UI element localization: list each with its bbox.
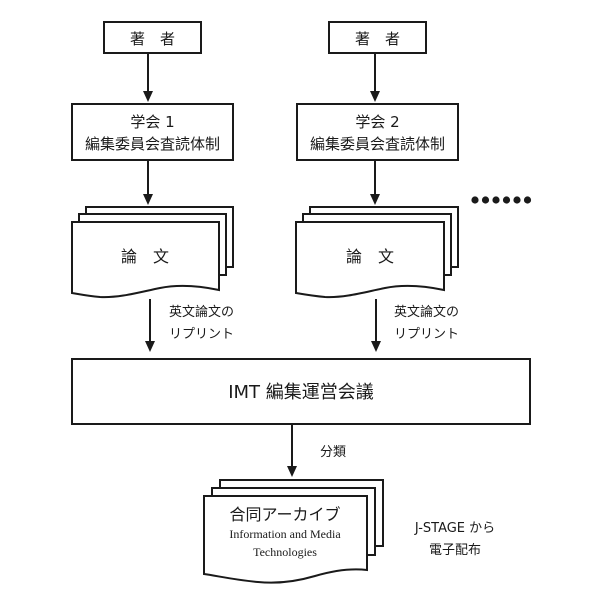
paper-label-1: 論 文: [121, 247, 169, 266]
ellipsis-dot: [481, 196, 490, 204]
society-box-2: [296, 103, 459, 161]
classify-label: 分類: [320, 445, 346, 460]
arrow-paper-to-council-2: [371, 299, 381, 352]
archive-stack: 合同アーカイブ Information and Media Technologi…: [203, 479, 384, 584]
council-box: [71, 358, 531, 425]
arrow-author-to-society-1: [143, 53, 153, 102]
ellipsis-dot: [502, 196, 511, 204]
author-label-1: 著 者: [130, 30, 175, 48]
paper-sheet-front: [71, 221, 220, 299]
archive-journal-line1: Information and Media: [229, 527, 341, 541]
column-society-1: 著 者 学会 1 編集委員会査読体制 論 文 英文論文の リプリント: [71, 21, 234, 352]
paper-sheet-front: [295, 221, 445, 299]
paper-label-2: 論 文: [346, 247, 394, 266]
author-box-2: [328, 21, 427, 54]
arrow-society-to-paper-1: [143, 160, 153, 205]
ellipsis-dot: [513, 196, 521, 204]
ellipsis-dot: [471, 196, 479, 204]
reprint-label-2b: リプリント: [394, 327, 459, 342]
archive-sheet-front: [203, 495, 368, 584]
paper-stack-1: 論 文: [71, 206, 234, 299]
paper-stack-2: 論 文: [295, 206, 459, 299]
arrow-society-to-paper-2: [370, 160, 380, 205]
more-societies-ellipsis: [471, 196, 532, 204]
ellipsis-dot: [523, 196, 532, 204]
society-review-1: 編集委員会査読体制: [85, 135, 220, 153]
society-name-2: 学会 2: [355, 113, 399, 131]
arrow-author-to-society-2: [370, 53, 380, 102]
society-review-2: 編集委員会査読体制: [310, 135, 445, 153]
council-label: IMT 編集運営会議: [228, 382, 374, 403]
archive-title: 合同アーカイブ: [229, 505, 340, 524]
society-box-1: [71, 103, 234, 161]
distribution-line1: J-STAGE から: [414, 521, 495, 536]
author-box-1: [103, 21, 202, 54]
distribution-line2: 電子配布: [429, 543, 481, 558]
arrow-council-to-archive: [287, 424, 297, 477]
archive-journal-line2: Technologies: [253, 545, 317, 559]
author-label-2: 著 者: [355, 30, 400, 48]
reprint-label-1a: 英文論文の: [169, 304, 234, 320]
column-society-2: 著 者 学会 2 編集委員会査読体制 論 文 英文論文の リプリント: [295, 21, 459, 352]
society-name-1: 学会 1: [130, 113, 174, 131]
reprint-label-1b: リプリント: [169, 327, 234, 342]
arrow-paper-to-council-1: [145, 299, 155, 352]
ellipsis-dot: [492, 196, 500, 204]
reprint-label-2a: 英文論文の: [394, 304, 459, 320]
